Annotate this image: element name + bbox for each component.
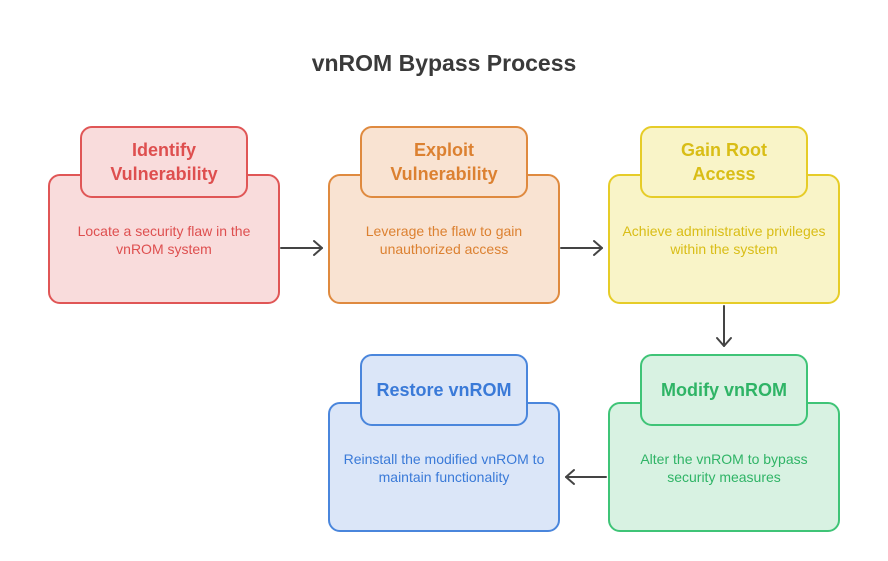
step-modify-vnrom-description: Alter the vnROM to bypass security measu…	[640, 451, 808, 485]
diagram-title: vnROM Bypass Process	[311, 50, 577, 76]
arrow-identify-to-exploit	[280, 240, 323, 256]
step-restore-vnrom-heading: Restore vnROM	[360, 354, 528, 426]
step-modify-vnrom-heading: Modify vnROM	[640, 354, 808, 426]
step-identify-vulnerability-heading: Identify Vulnerability	[80, 126, 248, 198]
arrow-gain-root-to-modify	[716, 305, 732, 347]
step-restore-vnrom-description: Reinstall the modified vnROM to maintain…	[343, 451, 545, 485]
arrow-modify-to-restore	[565, 469, 607, 485]
step-identify-vulnerability-description: Locate a security flaw in the vnROM syst…	[77, 223, 251, 257]
step-gain-root-access-description: Achieve administrative privileges within…	[622, 223, 826, 257]
step-exploit-vulnerability-description: Leverage the flaw to gain unauthorized a…	[365, 223, 523, 257]
step-exploit-vulnerability-heading: Exploit Vulnerability	[360, 126, 528, 198]
arrow-exploit-to-gain-root	[560, 240, 603, 256]
step-gain-root-access-heading: Gain Root Access	[640, 126, 808, 198]
